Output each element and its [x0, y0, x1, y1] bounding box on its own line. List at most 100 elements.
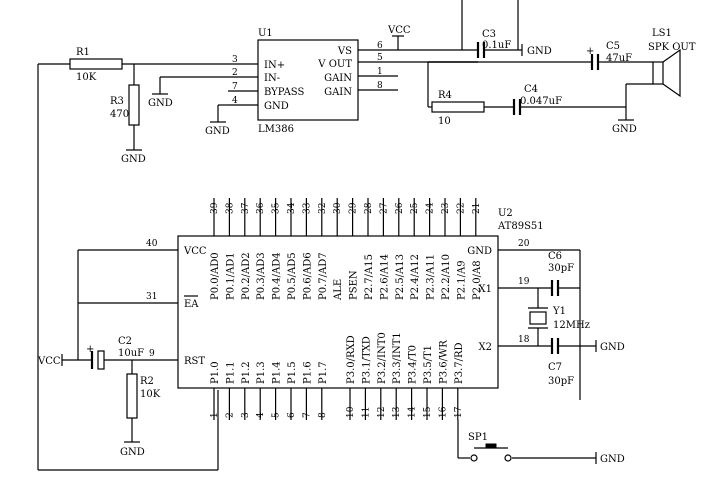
u2-top-pin-label-27: P2.6/A14 [379, 254, 390, 300]
c3-gnd-label: GND [527, 46, 552, 57]
u1-pin-5: 5 [377, 53, 383, 63]
u2-bottom-pin-num-2: 2 [225, 412, 235, 418]
u2-top-pin-num-32: 32 [318, 203, 328, 214]
u2-part: AT89S51 [497, 221, 544, 232]
u2-top-pin-label-26: P2.5/A13 [395, 254, 406, 300]
u2-pin-gnd: GND [467, 246, 492, 257]
push-button-sp1: SP1 GND [457, 420, 625, 465]
u2-top-pin-num-35: 35 [272, 202, 282, 214]
c4-ref: C4 [524, 84, 538, 95]
u2-top-pin-label-38: P0.1/AD1 [225, 252, 236, 300]
u2-pin-20: 20 [518, 239, 530, 249]
u2-bottom-pin-label-12: P3.2/INT0 [377, 332, 388, 384]
u2-bottom-pins: 1P1.02P1.13P1.24P1.35P1.46P1.57P1.68P1.7… [210, 332, 465, 420]
u2-top-pin-num-25: 25 [410, 202, 420, 214]
u2-bottom-pin-label-17: P3.7/RD [454, 342, 465, 384]
r3-ref: R3 [110, 96, 124, 107]
u2-bottom-pin-num-10: 10 [346, 406, 356, 418]
u2-pin-vcc: VCC [183, 246, 207, 257]
u2-bottom-pin-label-16: P3.6/WR [438, 340, 449, 384]
c5-value: 47uF [606, 53, 632, 64]
u2-bottom-pin-num-1: 1 [210, 412, 220, 418]
u2-top-pin-num-39: 39 [210, 202, 220, 214]
u2-top-pin-num-30: 30 [333, 202, 343, 214]
c7-value: 30pF [548, 376, 574, 387]
u2-top-pin-label-21: P2.0/A8 [472, 260, 483, 300]
u2-bottom-pin-num-17: 17 [454, 406, 464, 418]
u2-top-pin-label-39: P0.0/AD0 [210, 252, 221, 300]
u2-top-pins: 39P0.0/AD038P0.1/AD137P0.2/AD236P0.3/AD3… [210, 198, 483, 301]
u2-bottom-pin-label-2: P1.1 [225, 361, 236, 384]
u2-pin-rst: RST [184, 356, 205, 367]
u2-top-pin-num-37: 37 [241, 202, 251, 214]
u1-pin-6: 6 [377, 41, 383, 51]
r4-ref: R4 [438, 90, 452, 101]
u2-pin-x1: X1 [479, 284, 492, 295]
u2-bottom-pin-num-12: 12 [377, 407, 387, 418]
c2-ref: C2 [118, 336, 132, 347]
u2-top-pin-num-24: 24 [426, 202, 436, 214]
r1-ref: R1 [76, 47, 90, 58]
r4-value: 10 [438, 116, 451, 127]
y1-value: 12MHz [553, 320, 590, 331]
u2-pin-31: 31 [146, 292, 157, 302]
u2-bottom-pin-label-8: P1.7 [318, 361, 329, 384]
u1-pin-bypass: BYPASS [264, 87, 304, 98]
r2-ref: R2 [140, 376, 154, 387]
c3-ref: C3 [482, 29, 496, 40]
u2-top-pin-num-33: 33 [302, 202, 312, 214]
u2-bottom-pin-num-13: 13 [392, 406, 402, 418]
crystal-y1 [529, 311, 547, 325]
u1-pin-in-minus: IN- [264, 73, 280, 84]
u2-top-pin-label-30: ALE [333, 279, 344, 301]
sp1-actuator [485, 443, 497, 449]
u1-pin-1: 1 [377, 67, 383, 77]
reset-network: VCC + C2 10uF GND R2 10K [37, 336, 161, 458]
supply-decoupling: VCC GND C3 0.1uF [387, 0, 552, 58]
r3-value: 470 [110, 109, 129, 120]
u2-bottom-pin-num-15: 15 [423, 406, 433, 418]
u1-pin-gnd: GND [264, 101, 289, 112]
u2-top-pin-label-23: P2.2/A10 [441, 254, 452, 300]
c2-value: 10uF [118, 348, 144, 359]
c2-capacitor [97, 350, 105, 370]
u2-bottom-pin-num-8: 8 [318, 412, 328, 418]
u2-pin-40: 40 [146, 239, 158, 249]
c7-ref: C7 [548, 362, 562, 373]
u2-bottom-pin-label-14: P3.4/T0 [408, 345, 419, 384]
u2-top-pin-label-25: P2.4/A12 [410, 254, 421, 300]
u2-top-pin-num-23: 23 [441, 202, 451, 214]
r3-gnd-label: GND [121, 154, 146, 165]
u2-bottom-pin-num-11: 11 [361, 407, 371, 418]
u2-top-pin-num-29: 29 [349, 202, 359, 214]
u2-pin-9: 9 [149, 349, 155, 359]
u2-bottom-pin-label-1: P1.0 [210, 361, 221, 384]
r3-resistor [128, 84, 140, 126]
r2-resistor [126, 373, 138, 419]
u2-bottom-pin-num-7: 7 [302, 412, 312, 418]
u1-gnd-label: GND [205, 126, 230, 137]
u1-pin-gain-8: GAIN [324, 87, 352, 98]
sp1-ref: SP1 [468, 432, 488, 443]
c6-ref: C6 [548, 251, 562, 262]
u2-pin-18: 18 [518, 335, 530, 345]
sp1-contact-left [470, 454, 478, 462]
sp1-gnd-label: GND [600, 454, 625, 465]
u2-top-pin-label-28: P2.7/A15 [364, 254, 375, 300]
u2-ref: U2 [498, 208, 513, 219]
c3-value: 0.1uF [482, 40, 511, 51]
u1-pin-8: 8 [377, 81, 383, 91]
u2-top-pin-label-35: P0.4/AD4 [272, 252, 283, 300]
speaker-gnd-label: GND [612, 124, 637, 135]
ls1-ref: LS1 [652, 28, 672, 39]
u2-top-pin-num-21: 21 [472, 203, 482, 214]
u2-bottom-pin-label-3: P1.2 [241, 361, 252, 384]
at89s51-mcu: U2 AT89S51 39P0.0/AD038P0.1/AD137P0.2/AD… [77, 198, 580, 420]
u2-top-pin-label-37: P0.2/AD2 [241, 252, 252, 300]
u2-bottom-pin-num-16: 16 [438, 406, 448, 418]
u1-pin-in-plus: IN+ [264, 60, 285, 71]
u2-top-pin-label-36: P0.3/AD3 [256, 252, 267, 300]
y1-ref: Y1 [552, 306, 566, 317]
u1-pin-2: 2 [232, 68, 238, 78]
